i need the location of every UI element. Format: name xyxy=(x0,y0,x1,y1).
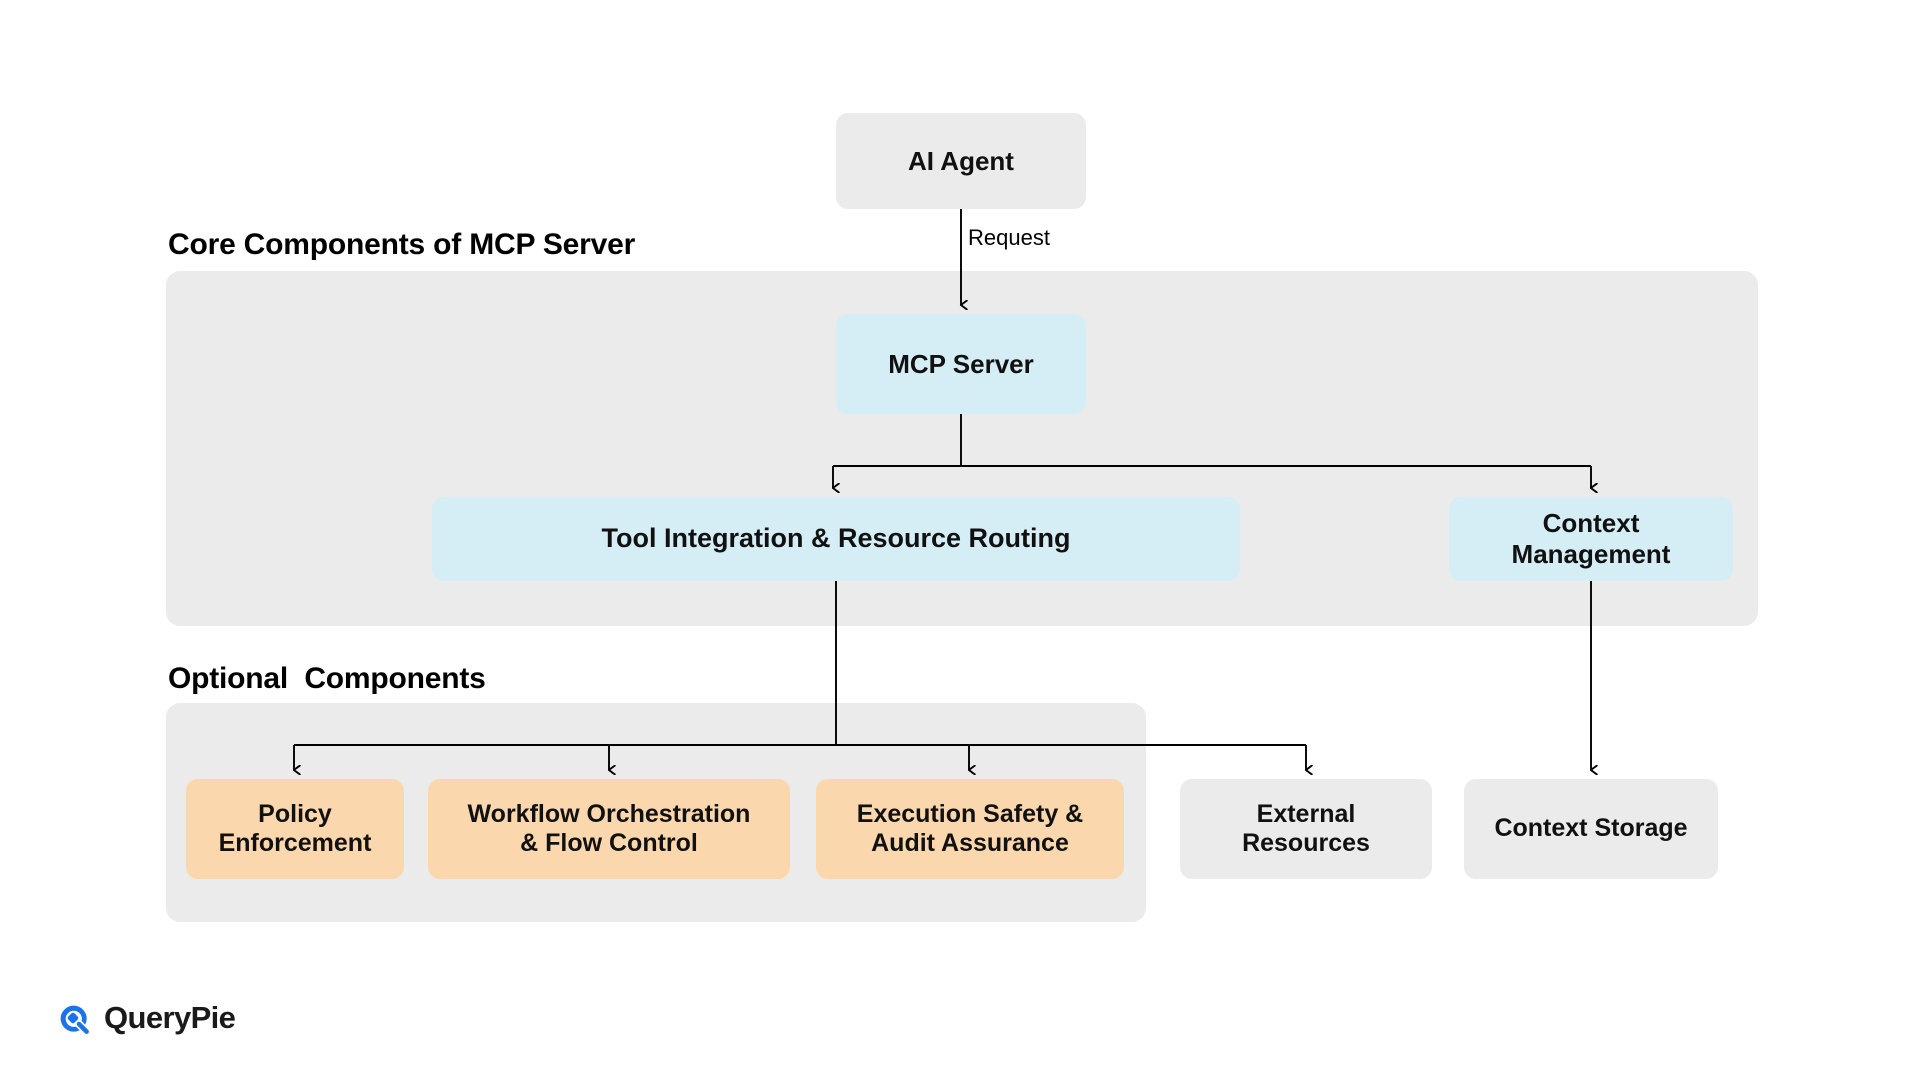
optional-components-heading: Optional Components xyxy=(168,662,486,695)
node-ai-agent[interactable]: AI Agent xyxy=(836,113,1086,209)
brand-logo: QueryPie xyxy=(55,1000,236,1036)
querypie-logo-icon xyxy=(55,1000,91,1036)
edge-label-request: Request xyxy=(968,225,1050,250)
node-mcp-server[interactable]: MCP Server xyxy=(836,314,1086,414)
node-policy-enforcement[interactable]: Policy Enforcement xyxy=(186,779,404,879)
brand-wordmark: QueryPie xyxy=(104,1000,236,1035)
node-context-storage[interactable]: Context Storage xyxy=(1464,779,1718,879)
node-external-resources[interactable]: External Resources xyxy=(1180,779,1432,879)
node-tool-integration-resource-routing[interactable]: Tool Integration & Resource Routing xyxy=(432,497,1240,581)
node-context-management[interactable]: Context Management xyxy=(1449,497,1733,581)
node-execution-safety-audit-assurance[interactable]: Execution Safety & Audit Assurance xyxy=(816,779,1124,879)
core-components-heading: Core Components of MCP Server xyxy=(168,228,636,261)
node-workflow-orchestration-flow-control[interactable]: Workflow Orchestration & Flow Control xyxy=(428,779,790,879)
